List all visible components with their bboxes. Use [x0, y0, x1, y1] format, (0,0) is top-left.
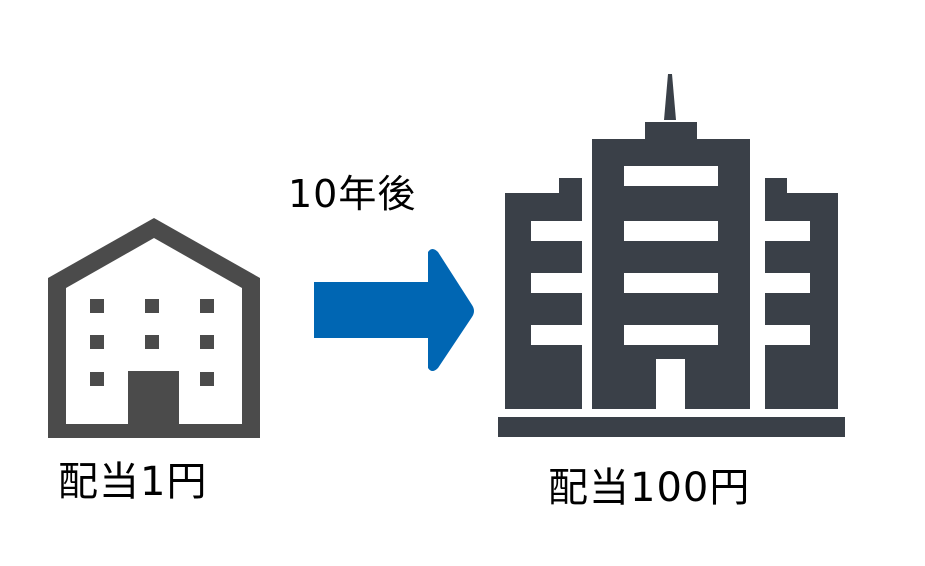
small-building-icon [48, 218, 260, 438]
office-tower-windows [531, 166, 810, 409]
transition-label: 10年後 [288, 172, 417, 216]
large-company-dividend-label: 配当100円 [548, 465, 751, 511]
right-arrow-icon [314, 249, 474, 371]
small-company-dividend-label: 配当1円 [58, 459, 208, 505]
office-tower-icon [498, 74, 845, 437]
